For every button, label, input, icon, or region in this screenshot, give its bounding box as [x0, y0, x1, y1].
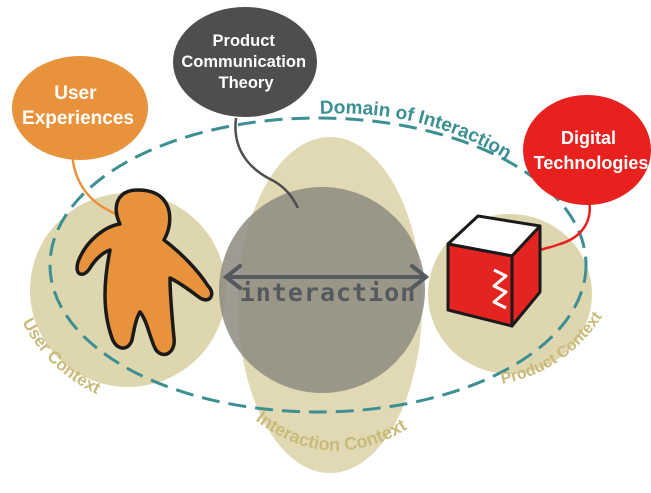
user-experiences-line-1: User: [54, 83, 97, 104]
interaction-double-arrow: [222, 264, 430, 290]
digital-technologies-bubble: [523, 95, 651, 205]
digital-technologies-label: Digital Technologies: [534, 128, 649, 173]
domain-of-interaction-ring: [48, 116, 588, 414]
theory-line-2: Communication: [181, 53, 306, 71]
digital-connector: [539, 195, 591, 252]
product-cube-icon: [446, 214, 542, 328]
product-communication-theory-label: Product Communication Theory: [181, 32, 310, 92]
theory-connector: [234, 117, 300, 209]
digital-technologies-line-2: Technologies: [534, 153, 649, 173]
interaction-label: interaction: [240, 278, 417, 307]
user-experiences-label: User Experiences: [22, 83, 134, 129]
digital-technologies-line-1: Digital: [561, 128, 616, 148]
user-experiences-line-2: Experiences: [22, 108, 134, 129]
interaction-sphere: [219, 187, 425, 393]
product-communication-theory-bubble: [173, 7, 317, 117]
user-experiences-bubble: [12, 56, 148, 160]
theory-line-1: Product: [213, 32, 276, 50]
person-icon: [75, 188, 214, 357]
theory-line-3: Theory: [218, 74, 274, 92]
